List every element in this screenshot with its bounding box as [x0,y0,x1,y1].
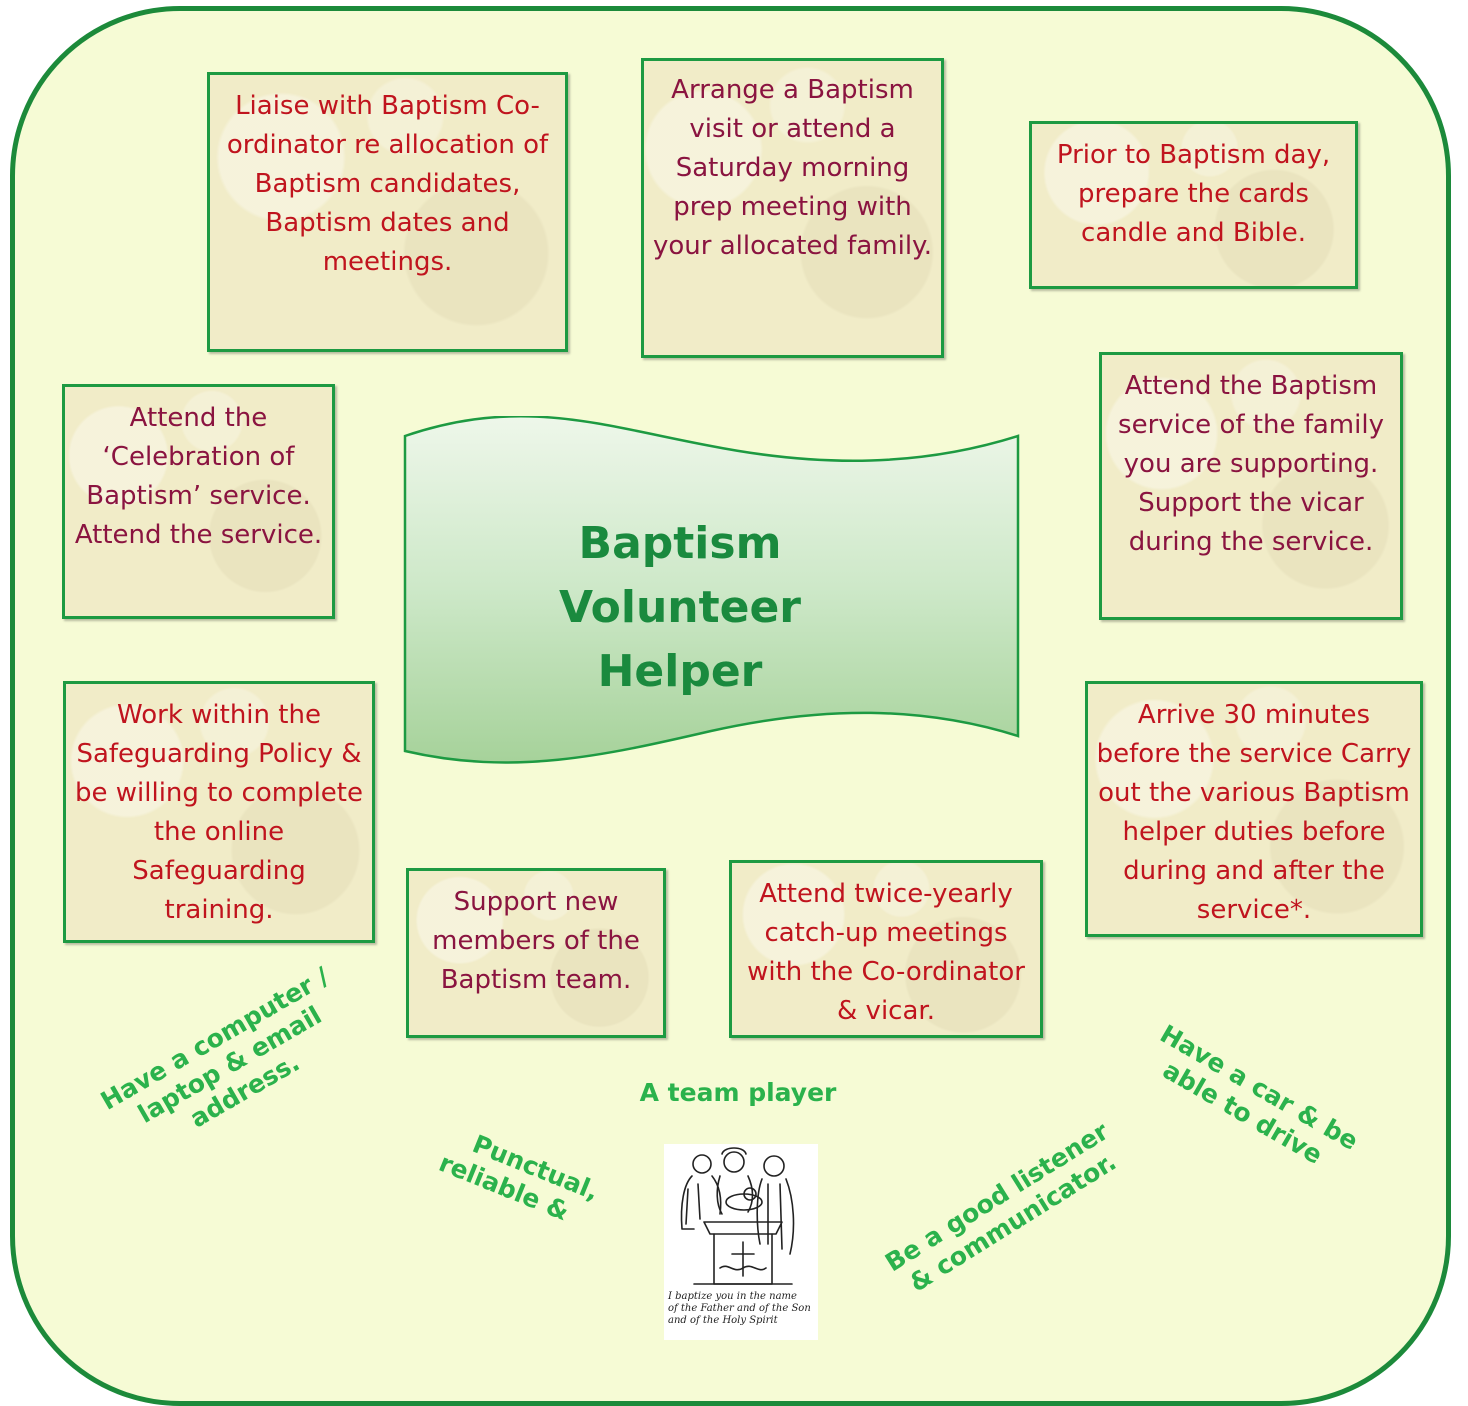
box-celebration-service: Attend the ‘Celebration of Baptism’ serv… [62,384,335,619]
box-catch-up-meetings: Attend twice-yearly catch-up meetings wi… [729,860,1043,1038]
center-title-line: Helper [597,646,763,697]
box-catch-up-text: Attend twice-yearly catch-up meetings wi… [747,879,1025,1026]
box-prepare-cards-text: Prior to Baptism day, prepare the cards … [1056,140,1331,248]
box-arrange-visit: Arrange a Baptism visit or attend a Satu… [641,58,944,358]
box-support-new-members: Support new members of the Baptism team. [406,868,666,1038]
box-safeguarding-text: Work within the Safeguarding Policy & be… [75,700,363,925]
box-liaise-coordinator: Liaise with Baptism Co-ordinator re allo… [207,72,568,352]
center-title-line: Volunteer [558,582,802,633]
box-support-new-text: Support new members of the Baptism team. [432,887,640,995]
box-attend-service: Attend the Baptism service of the family… [1099,352,1403,620]
box-prepare-cards: Prior to Baptism day, prepare the cards … [1029,121,1358,289]
box-liaise-text: Liaise with Baptism Co-ordinator re allo… [226,91,549,277]
center-title: Baptism Volunteer Helper [480,512,880,704]
box-safeguarding: Work within the Safeguarding Policy & be… [63,681,375,943]
baptism-drawing-icon [680,1147,795,1285]
illustration-caption: I baptize you in the name of the Father … [668,1291,811,1326]
trait-team-player: A team player [630,1078,846,1108]
box-attend-service-text: Attend the Baptism service of the family… [1118,371,1384,557]
center-banner [403,416,1020,764]
box-arrange-visit-text: Arrange a Baptism visit or attend a Satu… [652,75,932,261]
box-arrive-early: Arrive 30 minutes before the service Car… [1085,681,1423,937]
trait-team-player-text: A team player [639,1078,837,1107]
center-title-line: Baptism [578,518,782,569]
baptism-illustration: I baptize you in the name of the Father … [664,1144,818,1340]
box-celebration-text: Attend the ‘Celebration of Baptism’ serv… [74,403,323,550]
box-arrive-early-text: Arrive 30 minutes before the service Car… [1096,700,1412,925]
